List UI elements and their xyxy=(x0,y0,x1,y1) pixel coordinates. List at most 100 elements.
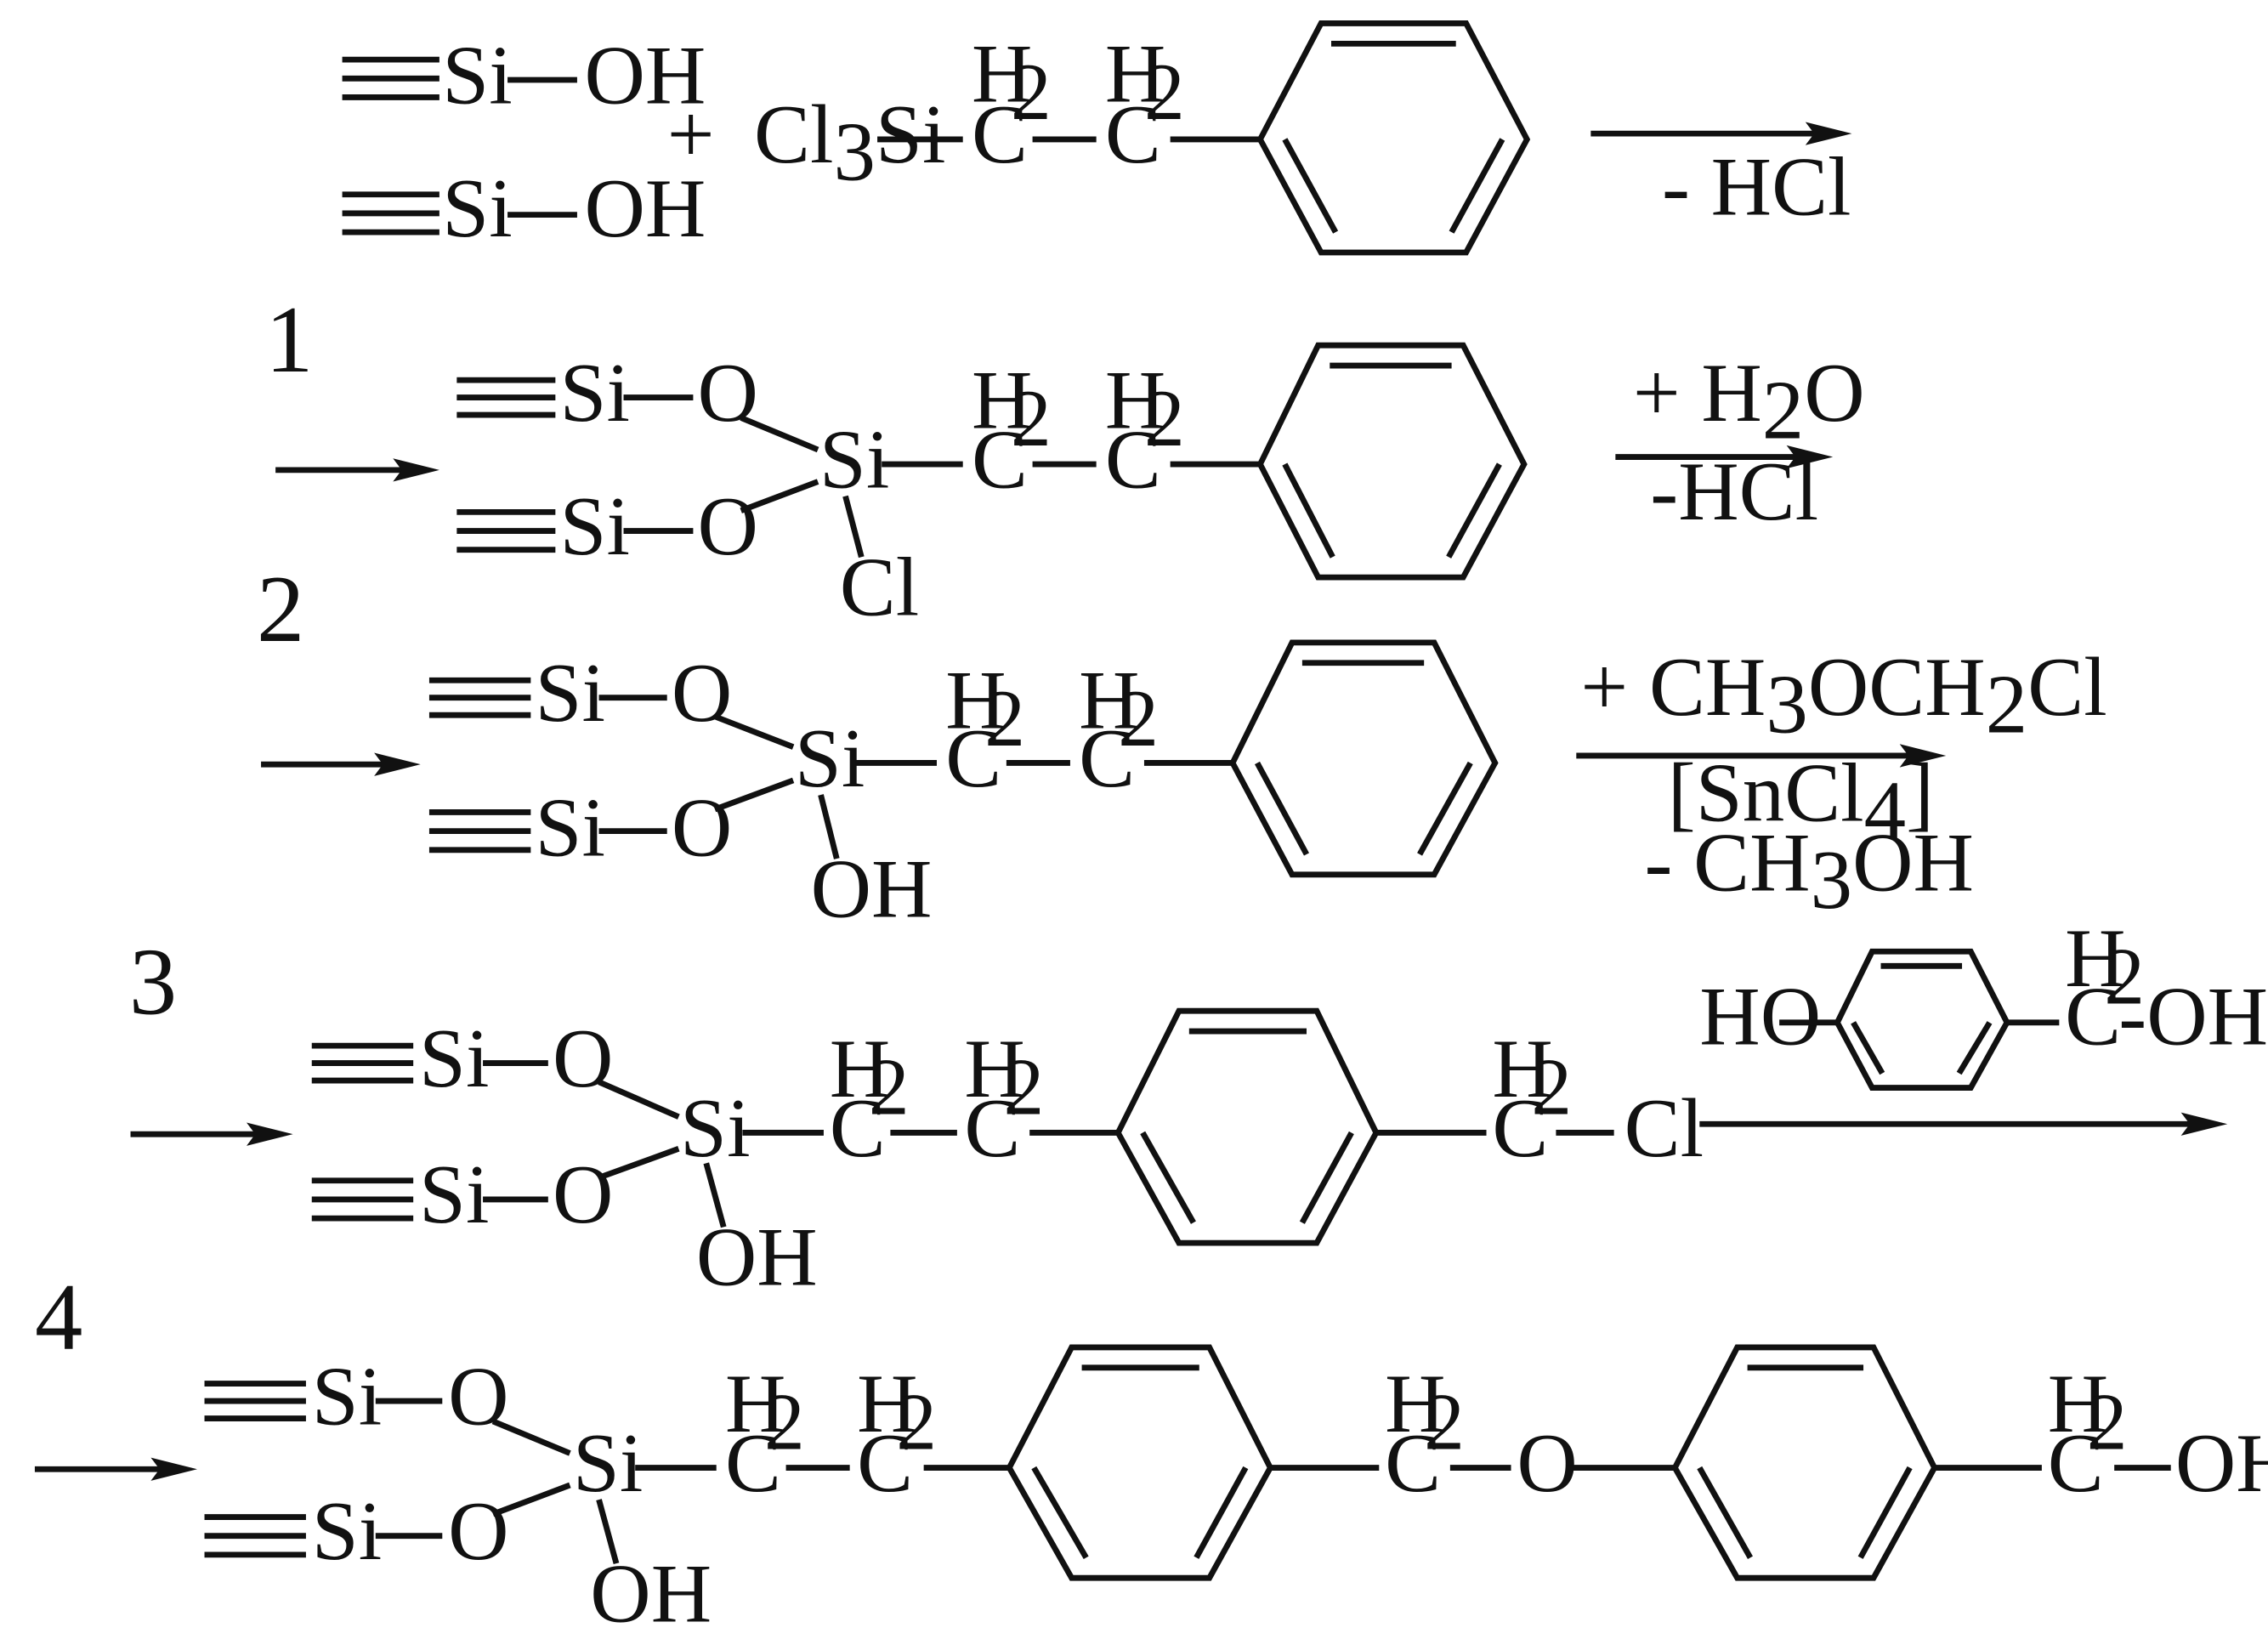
ch2-b-h: H xyxy=(964,1023,1024,1115)
ch2-d-h: H xyxy=(2048,1358,2108,1450)
siloxane-o-top: O xyxy=(553,1012,613,1105)
surface-si-bottom: Si xyxy=(419,1148,490,1241)
stage-2-intermediate: 2 Si O Si O Si OH H 2 C H 2 xyxy=(257,557,2107,935)
cl-subscript: 3 xyxy=(834,106,876,199)
surface-bond-top xyxy=(456,377,556,418)
reagent-ch2-h: H xyxy=(2065,912,2125,1005)
step-number-3: 3 xyxy=(129,930,177,1035)
si-hydroxyl: OH xyxy=(696,1211,818,1304)
ch2-a-sub: 2 xyxy=(1011,47,1052,137)
catalyst-sub: 4 xyxy=(1864,764,1906,857)
arrow-2-reagent-h: + H xyxy=(1633,347,1762,440)
arrow-3-reagent-sub2: 2 xyxy=(1986,659,2027,751)
hydroxyphenyl-ring xyxy=(1834,948,2010,1091)
silanol-si-bottom: Si xyxy=(442,162,513,255)
ch2-b-sub: 2 xyxy=(896,1376,937,1466)
ch2-b-c: C xyxy=(1105,413,1161,506)
arrow-3-reagent-part1: + CH xyxy=(1580,641,1766,734)
step-number-4: 4 xyxy=(35,1265,82,1370)
bond-si-cl xyxy=(842,495,865,559)
ch2-b-h: H xyxy=(857,1358,917,1450)
central-si: Si xyxy=(795,712,865,805)
ch2-c-c: C xyxy=(1492,1082,1548,1175)
ch2-a-c: C xyxy=(725,1417,781,1510)
stage-4-product: 4 Si O Si O Si OH H 2 C H 2 xyxy=(34,1265,2268,1639)
benzene-ring xyxy=(1256,20,1531,256)
si-label: Si xyxy=(876,88,946,181)
arrow-3-reagent-part3: Cl xyxy=(2027,641,2106,734)
byproduct-part1: - CH xyxy=(1644,817,1810,910)
benzene-ring-1 xyxy=(1006,1344,1274,1581)
siloxane-o-bottom: O xyxy=(698,480,758,573)
bond-o-si-bottom xyxy=(491,1482,571,1517)
surface-bond-bottom xyxy=(428,809,531,854)
stage-3-intermediate: 3 Si O Si O Si OH H 2 C H 2 xyxy=(129,912,2268,1303)
surface-bond-bottom xyxy=(204,1514,306,1558)
ch2-a-c: C xyxy=(972,413,1028,506)
cl-label: Cl xyxy=(754,88,833,181)
ch2-c-h: H xyxy=(1492,1023,1552,1115)
ch2-a-c: C xyxy=(945,712,1001,805)
stage-1-intermediate: 1 Si O Si O Si Cl H 2 C H 2 xyxy=(265,287,1865,634)
reagent-ch2-sub: 2 xyxy=(2104,932,2145,1022)
ch2-a-h: H xyxy=(725,1358,785,1450)
ch2-a-h: H xyxy=(972,354,1032,446)
ch2-b-c: C xyxy=(1105,88,1161,181)
arrow-2-reagent-o: O xyxy=(1804,347,1864,440)
stage-0-reactants: Si OH Si OH + Cl3Si H 2 C H 2 C xyxy=(342,20,1852,256)
surface-bond-bottom xyxy=(456,508,556,553)
siloxane-o-bottom: O xyxy=(672,782,732,875)
arrow-2-reagent-sub: 2 xyxy=(1762,364,1804,457)
benzene-ring xyxy=(1256,342,1528,581)
incoming-arrow-1 xyxy=(275,458,439,482)
bond-o-si-top xyxy=(740,415,819,453)
si-chlorine: Cl xyxy=(840,541,919,633)
si-hydroxyl: OH xyxy=(811,842,933,935)
ch2-b-sub: 2 xyxy=(1144,47,1185,137)
si-hydroxyl: OH xyxy=(590,1547,712,1639)
ch2-c-sub: 2 xyxy=(1531,1041,1572,1131)
ch2-a-h: H xyxy=(830,1023,890,1115)
bond-o-si-top xyxy=(713,713,795,750)
siloxane-o-top: O xyxy=(698,347,758,440)
surface-si-bottom: Si xyxy=(559,480,630,573)
reagent-hydroxyl: -OH xyxy=(2118,970,2268,1063)
reaction-arrow-1 xyxy=(1590,122,1852,145)
silanol-si-top: Si xyxy=(442,29,513,122)
silanol-oh-top: OH xyxy=(584,29,706,122)
ch2-c-c: C xyxy=(1385,1417,1441,1510)
reagent-ho: HO xyxy=(1699,970,1821,1063)
surface-bond-top xyxy=(204,1381,306,1421)
surface-si-top: Si xyxy=(312,1350,383,1443)
surface-si-top: Si xyxy=(419,1012,490,1105)
arrow-1-condition: - HCl xyxy=(1662,141,1851,234)
reaction-arrow-3 xyxy=(1576,744,1947,768)
ch2-b-h: H xyxy=(1105,28,1165,121)
ch2-a-h: H xyxy=(972,28,1032,121)
silica-surface-bond-bottom xyxy=(342,191,439,235)
reaction-arrow-4 xyxy=(1699,1112,2228,1136)
ch2-c-h: H xyxy=(1385,1358,1445,1450)
incoming-arrow-3 xyxy=(130,1122,293,1146)
reaction-arrow-2 xyxy=(1615,445,1834,469)
ch2-a-sub: 2 xyxy=(1011,373,1052,463)
incoming-arrow-2 xyxy=(261,752,421,776)
ch2-b-sub: 2 xyxy=(1144,373,1185,463)
surface-si-top: Si xyxy=(535,647,605,740)
bond-o-si-bottom xyxy=(598,1146,680,1181)
bond-o-si-bottom xyxy=(740,479,819,513)
surface-si-bottom: Si xyxy=(535,782,605,875)
siloxane-o-bottom: O xyxy=(448,1485,508,1578)
ch2-b-h: H xyxy=(1105,354,1165,446)
ch2-a-c: C xyxy=(972,88,1028,181)
ch2-c-sub: 2 xyxy=(1424,1376,1465,1466)
benzene-ring xyxy=(1229,639,1499,878)
byproduct-part2: OH xyxy=(1852,817,1974,910)
silanol-oh-bottom: OH xyxy=(584,162,706,255)
step-number-1: 1 xyxy=(265,287,313,393)
benzyl-chloride-cl: Cl xyxy=(1624,1082,1704,1175)
arrow-3-catalyst: [SnCl4] xyxy=(1668,747,1934,857)
bond-o-si-top xyxy=(598,1079,680,1120)
ch2-b-c: C xyxy=(857,1417,913,1510)
benzene-ring xyxy=(1114,1007,1380,1246)
